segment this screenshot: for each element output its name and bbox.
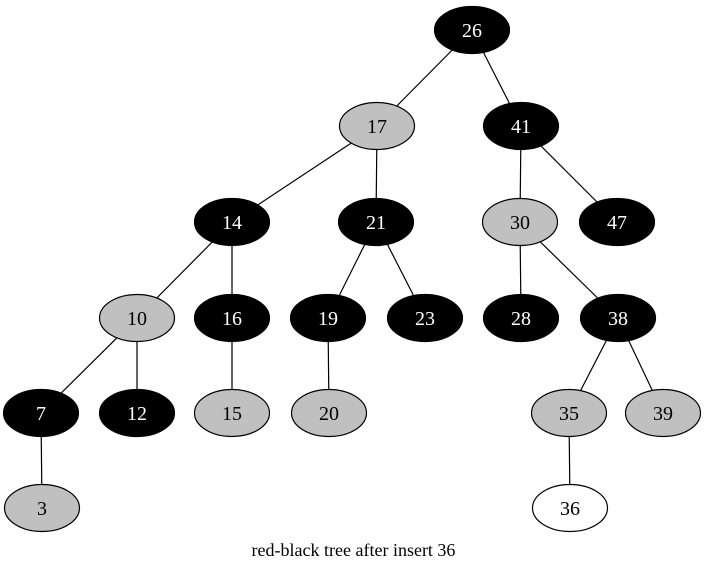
tree-node-38: 38 [579, 293, 657, 343]
node-label: 10 [127, 308, 147, 330]
node-ellipse [386, 293, 464, 343]
tree-node-23: 23 [386, 293, 464, 343]
node-ellipse [579, 293, 657, 343]
node-ellipse [481, 197, 559, 247]
node-label: 12 [127, 403, 147, 425]
node-label: 16 [222, 308, 242, 330]
tree-node-19: 19 [289, 293, 367, 343]
diagram-caption: red-black tree after insert 36 [251, 540, 456, 560]
node-ellipse [337, 197, 415, 247]
node-ellipse [578, 197, 656, 247]
node-ellipse [98, 388, 176, 438]
tree-node-3: 3 [3, 483, 81, 533]
node-label: 41 [511, 116, 531, 138]
tree-node-41: 41 [482, 101, 560, 151]
node-label: 47 [607, 212, 627, 234]
node-label: 19 [318, 308, 338, 330]
node-ellipse [193, 388, 271, 438]
tree-node-35: 35 [530, 388, 608, 438]
tree-node-39: 39 [624, 388, 702, 438]
tree-canvas: 26 17 41 14 21 30 47 10 16 19 23 28 38 7 12 15 20 35 39 3 36 [2, 5, 702, 533]
node-label: 26 [462, 20, 482, 42]
node-ellipse [193, 197, 271, 247]
tree-node-21: 21 [337, 197, 415, 247]
tree-node-12: 12 [98, 388, 176, 438]
tree-node-17: 17 [338, 101, 416, 151]
node-ellipse [482, 101, 560, 151]
node-ellipse [2, 388, 80, 438]
tree-node-36: 36 [531, 483, 609, 533]
node-label: 17 [367, 116, 387, 138]
tree-node-16: 16 [193, 293, 271, 343]
node-ellipse [530, 388, 608, 438]
node-ellipse [338, 101, 416, 151]
node-ellipse [482, 293, 560, 343]
node-label: 36 [560, 498, 580, 520]
tree-node-47: 47 [578, 197, 656, 247]
node-ellipse [98, 293, 176, 343]
tree-node-15: 15 [193, 388, 271, 438]
node-label: 30 [510, 212, 530, 234]
node-ellipse [289, 293, 367, 343]
node-label: 3 [37, 498, 47, 520]
node-ellipse [3, 483, 81, 533]
node-label: 23 [415, 308, 435, 330]
tree-node-10: 10 [98, 293, 176, 343]
node-label: 39 [653, 403, 673, 425]
node-label: 38 [608, 308, 628, 330]
tree-node-20: 20 [290, 388, 368, 438]
node-ellipse [624, 388, 702, 438]
node-label: 20 [319, 403, 339, 425]
node-ellipse [193, 293, 271, 343]
tree-node-26: 26 [433, 5, 511, 55]
node-ellipse [433, 5, 511, 55]
node-ellipse [531, 483, 609, 533]
tree-node-14: 14 [193, 197, 271, 247]
node-label: 35 [559, 403, 579, 425]
tree-node-30: 30 [481, 197, 559, 247]
node-label: 28 [511, 308, 531, 330]
tree-node-28: 28 [482, 293, 560, 343]
node-label: 21 [366, 212, 386, 234]
node-label: 14 [222, 212, 242, 234]
node-label: 15 [222, 403, 242, 425]
node-label: 7 [36, 403, 46, 425]
tree-node-7: 7 [2, 388, 80, 438]
node-ellipse [290, 388, 368, 438]
